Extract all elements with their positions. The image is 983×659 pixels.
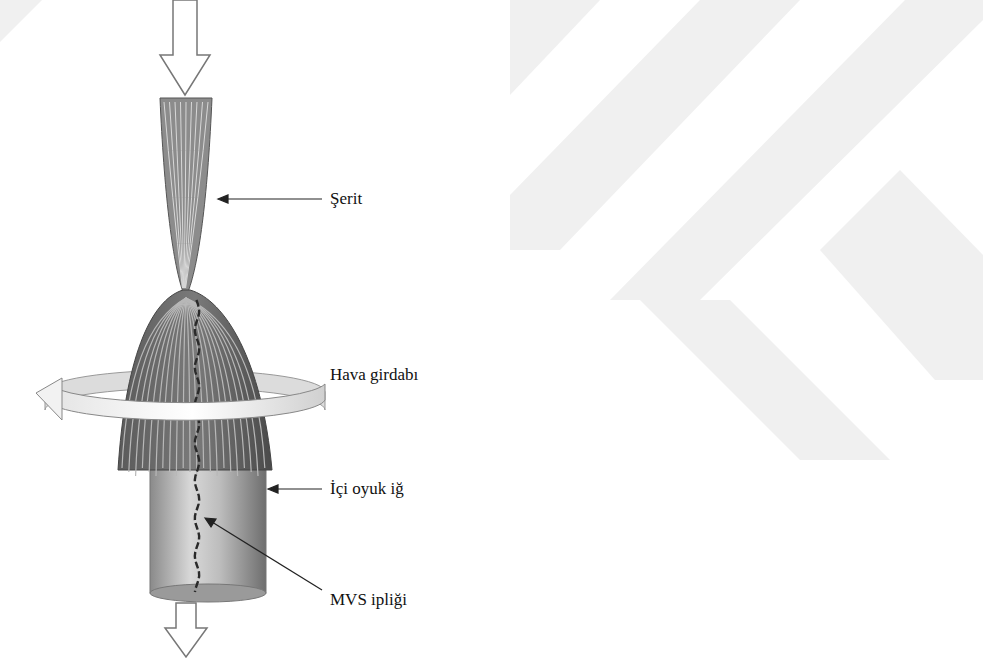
sliver bbox=[160, 98, 212, 292]
input-arrow bbox=[160, 0, 210, 95]
sliver-fibres bbox=[164, 102, 208, 288]
output-arrow bbox=[165, 603, 207, 657]
part-label: İçi oyuk iğ bbox=[330, 479, 404, 499]
leader-lines bbox=[205, 195, 322, 590]
air-vortex-front bbox=[60, 384, 325, 420]
part-label: Hava girdabı bbox=[330, 365, 418, 385]
vortex-arrowhead bbox=[36, 378, 62, 420]
part-label: MVS ipliği bbox=[330, 590, 407, 610]
cone-fibres bbox=[122, 298, 265, 476]
mvs-yarn bbox=[195, 300, 199, 592]
part-label: Şerit bbox=[330, 189, 362, 209]
